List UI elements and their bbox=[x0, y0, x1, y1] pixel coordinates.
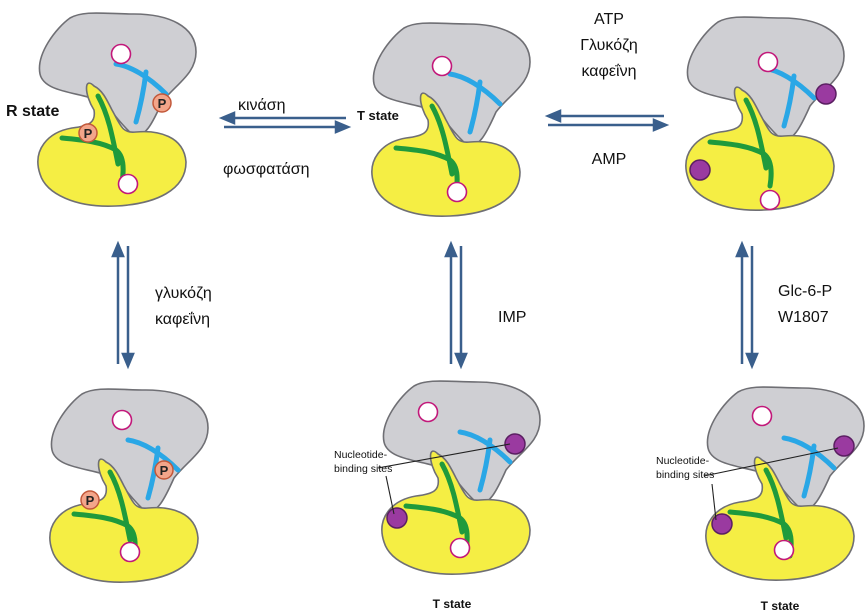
kinase-phosphatase-arrows bbox=[218, 111, 352, 134]
amp-label: AMP bbox=[592, 151, 627, 168]
phosphate-label: P bbox=[160, 463, 169, 478]
glucose-capital-label: Γλυκόζη bbox=[580, 37, 638, 54]
lower-site-ring bbox=[119, 541, 141, 563]
phosphate-marker: P bbox=[154, 460, 174, 480]
phosphate-label: P bbox=[158, 96, 167, 111]
nucleotide-pointer-lines-right bbox=[703, 447, 839, 521]
r-state-label: R state bbox=[6, 103, 59, 120]
glucose-label: γλυκόζη bbox=[155, 285, 212, 302]
upper-site-ring bbox=[431, 55, 453, 77]
lower-site-ring bbox=[117, 173, 139, 195]
t-state-label-top: T state bbox=[357, 108, 399, 123]
t-state-label-bottom-middle: T state bbox=[433, 597, 472, 611]
upper-site-ring bbox=[417, 401, 439, 423]
phosphorylated-enzyme-bottom-left: P P bbox=[50, 389, 208, 582]
phosphate-marker: P bbox=[78, 123, 98, 143]
t-state-enzyme-top-middle bbox=[372, 23, 530, 216]
nucleotide-label-right-line2: binding sites bbox=[656, 469, 714, 481]
upper-site-ring bbox=[110, 43, 132, 65]
caffeine-top-label: καφεΐνη bbox=[581, 63, 636, 80]
phosphate-marker: P bbox=[152, 93, 172, 113]
nucleotide-pointer-lines-middle bbox=[377, 443, 511, 515]
r-state-enzyme-top-left: P P bbox=[38, 13, 196, 206]
kinase-label: κινάση bbox=[238, 97, 286, 114]
lower-site-ring bbox=[446, 181, 468, 203]
bound-ligand-upper bbox=[815, 83, 837, 105]
imp-label: IMP bbox=[498, 309, 526, 326]
middle-vertical-arrows bbox=[444, 240, 468, 370]
nucleotide-site-upper bbox=[833, 435, 855, 457]
w1807-label: W1807 bbox=[778, 309, 829, 326]
upper-site-ring bbox=[751, 405, 773, 427]
inhibitor-bound-enzyme-bottom-right bbox=[706, 387, 864, 580]
nucleotide-label-middle-line2: binding sites bbox=[334, 463, 392, 475]
nucleotide-label-middle-line1: Nucleotide- bbox=[334, 449, 388, 461]
phosphatase-label: φωσφατάση bbox=[223, 161, 309, 178]
caffeine-left-label: καφεΐνη bbox=[155, 311, 210, 328]
amp-bound-enzyme-top-right bbox=[686, 17, 844, 210]
glc6p-label: Glc-6-P bbox=[778, 283, 832, 300]
phosphate-label: P bbox=[86, 493, 95, 508]
lower-site-ring bbox=[759, 189, 781, 211]
lower-site-ring bbox=[773, 539, 795, 561]
amp-equilibrium-arrows bbox=[544, 109, 670, 132]
nucleotide-site-lower bbox=[711, 513, 733, 535]
phosphate-label: P bbox=[84, 126, 93, 141]
right-vertical-arrows bbox=[735, 240, 759, 370]
phosphate-marker: P bbox=[80, 490, 100, 510]
imp-bound-enzyme-bottom-middle bbox=[382, 381, 540, 574]
upper-site-ring bbox=[757, 51, 779, 73]
nucleotide-site-upper bbox=[504, 433, 526, 455]
bound-ligand-lower bbox=[689, 159, 711, 181]
left-vertical-arrows bbox=[111, 240, 135, 370]
atp-label: ATP bbox=[594, 11, 624, 28]
upper-site-ring bbox=[111, 409, 133, 431]
nucleotide-site-lower bbox=[386, 507, 408, 529]
nucleotide-label-right-line1: Nucleotide- bbox=[656, 455, 710, 467]
lower-site-ring bbox=[449, 537, 471, 559]
t-state-label-bottom-right: T state bbox=[761, 599, 800, 613]
